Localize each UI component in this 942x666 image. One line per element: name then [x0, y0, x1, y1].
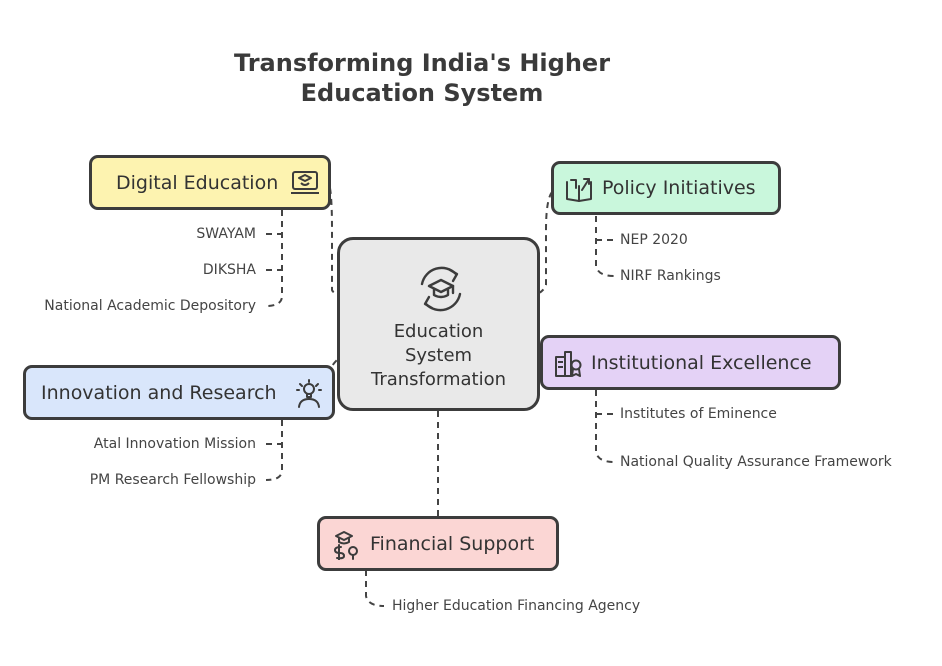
open-book-arrow-icon	[566, 178, 592, 202]
connector-institutional-items	[595, 390, 615, 463]
center-label-line-1: Education	[393, 321, 484, 342]
center-node: Education System Transformation	[337, 237, 540, 411]
center-label-line-2: System	[404, 345, 473, 366]
leaf-diksha: DIKSHA	[202, 262, 256, 278]
node-financial-support-label: Financial Support	[370, 532, 535, 555]
center-label-line-3: Transformation	[370, 369, 507, 390]
leaf-higher-education-financing-agency: Higher Education Financing Agency	[392, 598, 641, 614]
person-lightbulb-icon	[296, 379, 322, 408]
connector-financial-items	[365, 570, 385, 607]
node-innovation-research-label: Innovation and Research	[41, 381, 277, 404]
node-policy-initiatives-label: Policy Initiatives	[602, 177, 756, 199]
leaf-nirf-rankings: NIRF Rankings	[620, 268, 721, 284]
node-innovation-research: Innovation and Research	[23, 365, 335, 420]
connector-innovation-items	[265, 420, 283, 481]
leaf-institutes-of-eminence: Institutes of Eminence	[620, 406, 777, 422]
graduation-cap-refresh-icon	[420, 266, 462, 312]
leaf-national-quality-assurance-framework: National Quality Assurance Framework	[620, 454, 892, 470]
building-award-icon	[555, 351, 582, 377]
leaf-atal-innovation-mission: Atal Innovation Mission	[93, 436, 256, 452]
node-digital-education-label: Digital Education	[116, 171, 279, 194]
leaf-pm-research-fellowship: PM Research Fellowship	[89, 472, 256, 488]
node-institutional-excellence: Institutional Excellence	[540, 335, 841, 390]
title-line-1: Transforming India's Higher	[233, 49, 611, 77]
connector-policy-items	[595, 216, 615, 277]
node-digital-education: Digital Education	[89, 155, 331, 210]
node-institutional-excellence-label: Institutional Excellence	[591, 351, 812, 374]
leaf-nep-2020: NEP 2020	[620, 232, 688, 248]
connector-digital-items	[265, 210, 283, 307]
leaf-swayam: SWAYAM	[196, 226, 256, 242]
node-financial-support: Financial Support	[317, 516, 559, 571]
leaf-national-academic-depository: National Academic Depository	[44, 298, 256, 314]
diagram-title: Transforming India's Higher Education Sy…	[212, 48, 632, 108]
laptop-graduate-icon	[291, 171, 319, 194]
money-graduation-icon	[334, 531, 358, 560]
title-line-2: Education System	[300, 79, 544, 107]
node-policy-initiatives: Policy Initiatives	[551, 161, 781, 215]
